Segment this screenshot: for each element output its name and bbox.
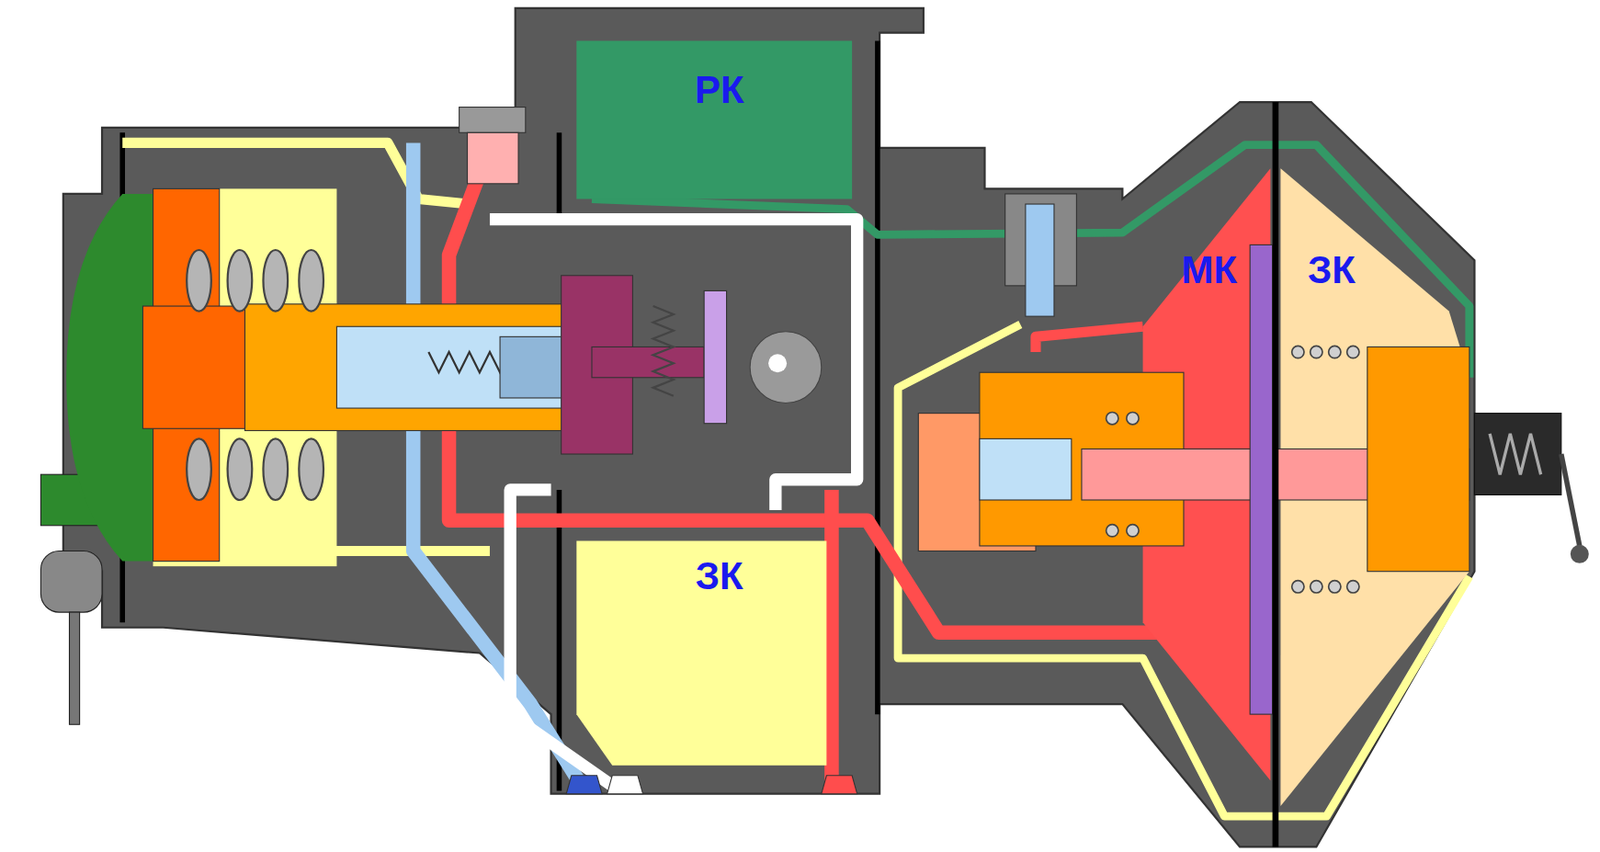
chamber-label: РК <box>694 70 745 110</box>
chamber-label: ЗК <box>695 556 744 596</box>
chamber-label: ЗК <box>1307 250 1356 290</box>
right-valve <box>918 102 1541 847</box>
chambers <box>66 40 1470 806</box>
housing <box>40 8 1589 848</box>
filters <box>566 775 857 795</box>
gaskets <box>122 40 878 791</box>
left-piston <box>142 107 581 562</box>
channels <box>122 142 1470 817</box>
chamber-label: МК <box>1180 250 1237 290</box>
center-valve <box>561 275 822 454</box>
